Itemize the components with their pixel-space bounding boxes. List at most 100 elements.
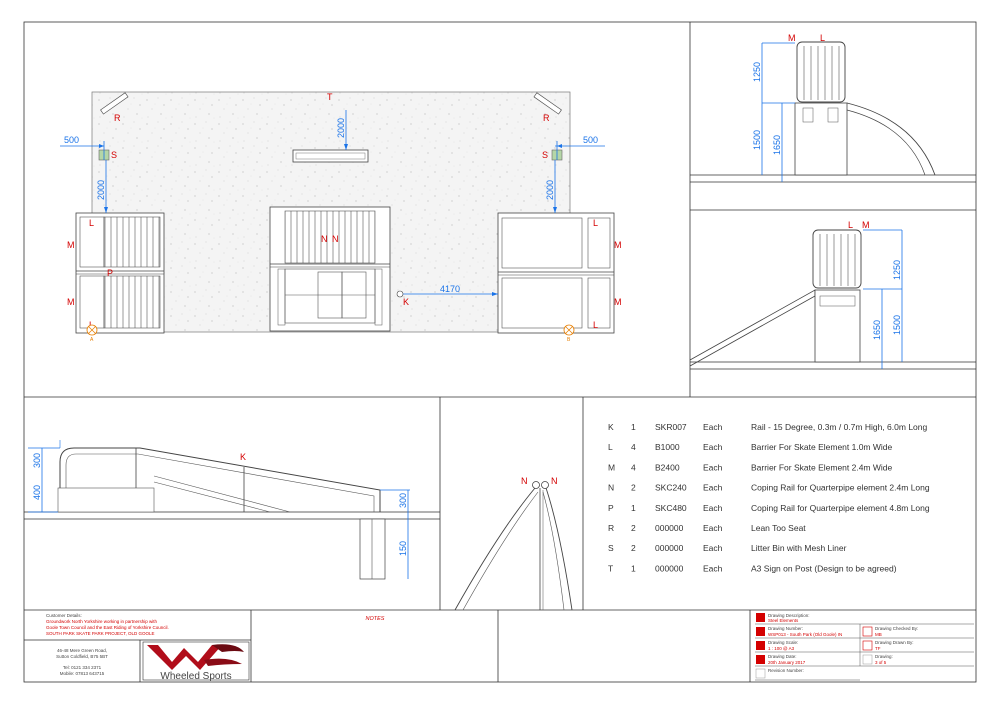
schedule-qty-p: 1 (631, 503, 636, 513)
schedule-qty-r: 2 (631, 523, 636, 533)
checked-icon (862, 626, 873, 637)
checked-label: Drawing Checked By: (875, 626, 918, 631)
schedule-ref-l: B1000 (655, 442, 680, 452)
schedule-ref-k: SKR007 (655, 422, 687, 432)
qp1-dim-1500: 1500 (752, 130, 762, 150)
dim-4170: 4170 (440, 284, 460, 294)
rail-label-k: K (240, 452, 246, 462)
phone-line-1: Tel: 0121 334 2371 (63, 665, 102, 670)
schedule-code-n: N (608, 483, 614, 493)
desc-label: Drawing Description: (768, 613, 810, 618)
right-quarterpipe (497, 212, 615, 334)
date-icon (756, 655, 765, 664)
qp1-dim-1650: 1650 (772, 135, 782, 155)
customer-line-2: Goole Town Council and the East Riding o… (46, 625, 169, 630)
schedule-ref-p: SKC480 (655, 503, 687, 513)
rail-dim-400: 400 (32, 485, 42, 500)
schedule-unit-n: Each (703, 483, 723, 493)
drawn-label: Drawing Drawn By: (875, 640, 914, 645)
section-marker-a: A (86, 324, 98, 343)
scale-icon (756, 641, 765, 650)
rail-dim-300-left: 300 (32, 453, 42, 468)
qp2-dim-1250: 1250 (892, 260, 902, 280)
schedule-code-k: K (608, 422, 614, 432)
schedule-qty-m: 4 (631, 462, 636, 472)
phone-line-2: Mobile: 07813 643715 (60, 671, 105, 676)
coping-label-n1: N (521, 476, 528, 486)
qp2-label-l: L (848, 220, 853, 230)
sign-post-t (292, 149, 369, 163)
elevation-rail: 300 400 300 150 K (24, 440, 440, 580)
desc-value: Steel Elements (768, 618, 799, 623)
label-m-l2: M (67, 297, 75, 307)
dim-2000-left: 2000 (96, 180, 106, 200)
seat-r-left (100, 92, 129, 115)
qp2-dim-1650: 1650 (872, 320, 882, 340)
label-m-r1: M (614, 240, 622, 250)
drawing-info: Drawing Description: Steel Elements Draw… (755, 613, 974, 681)
section-marker-b: B (563, 324, 575, 343)
qp1-label-l: L (820, 33, 825, 43)
qp1-label-m: M (788, 33, 796, 43)
schedule-desc-k: Rail - 15 Degree, 0.3m / 0.7m High, 6.0m… (751, 422, 927, 432)
schedule-code-m: M (608, 462, 615, 472)
schedule-qty-s: 2 (631, 543, 636, 553)
label-p: P (107, 268, 113, 278)
marker-a-label: A (90, 337, 94, 343)
address-line-1: 46-48 Mere Green Road, (57, 648, 107, 653)
label-n2: N (332, 234, 339, 244)
schedule-unit-s: Each (703, 543, 723, 553)
wheeled-sports-logo: Wheeled Sports (142, 641, 250, 682)
dim-2000-right: 2000 (545, 180, 555, 200)
notes-heading: NOTES (366, 616, 385, 622)
schedule-desc-p: Coping Rail for Quarterpipe element 4.8m… (751, 503, 930, 513)
qp2-dim-1500: 1500 (892, 315, 902, 335)
schedule-qty-t: 1 (631, 563, 636, 573)
rail-k-plan-symbol (396, 290, 404, 298)
schedule-desc-n: Coping Rail for Quarterpipe element 2.4m… (751, 483, 930, 493)
sheet-border (23, 21, 977, 683)
schedule-desc-m: Barrier For Skate Element 2.4m Wide (751, 462, 893, 472)
schedule-unit-k: Each (703, 422, 723, 432)
scale-value: 1 : 100 @ A3 (768, 646, 795, 651)
customer-heading: Customer Details: (46, 613, 82, 618)
label-r-right: R (543, 113, 550, 123)
checked-value: MB (875, 632, 882, 637)
schedule-ref-m: B2400 (655, 462, 680, 472)
qp2-label-m: M (862, 220, 870, 230)
schedule-ref-r: 000000 (655, 523, 684, 533)
desc-icon (756, 613, 765, 622)
schedule-desc-r: Lean Too Seat (751, 523, 806, 533)
schedule-code-l: L (608, 442, 613, 452)
middle-quarterpipe (269, 206, 391, 332)
sheet-icon (862, 654, 873, 665)
date-value: 20th January 2017 (768, 660, 806, 665)
plan-view: 500 500 2000 2000 2000 4170 T R R S S L … (60, 91, 622, 343)
schedule-unit-r: Each (703, 523, 723, 533)
revision-label: Revision Number: (768, 668, 804, 673)
title-block: Customer Details: Groundwork North Yorks… (24, 610, 974, 682)
scale-label: Drawing Scale: (768, 640, 798, 645)
schedule-unit-p: Each (703, 503, 723, 513)
left-quarterpipe (75, 212, 165, 334)
dim-500-right: 500 (583, 135, 598, 145)
label-m-r2: M (614, 297, 622, 307)
dim-500-left: 500 (64, 135, 79, 145)
customer-line-1: Groundwork North Yorkshire working in pa… (46, 619, 158, 624)
schedule-code-p: P (608, 503, 614, 513)
elevation-quarterpipe-1: 1250 1500 1650 M L (690, 33, 976, 183)
schedule-ref-n: SKC240 (655, 483, 687, 493)
schedule-qty-l: 4 (631, 442, 636, 452)
brand-name: Wheeled Sports (160, 671, 231, 682)
qp1-dim-1250: 1250 (752, 62, 762, 82)
schedule-ref-t: 000000 (655, 563, 684, 573)
number-label: Drawing Number: (768, 626, 803, 631)
date-label: Drawing Date: (768, 654, 797, 659)
schedule-qty-n: 2 (631, 483, 636, 493)
rail-dim-150: 150 (398, 541, 408, 556)
schedule-desc-t: A3 Sign on Post (Design to be agreed) (751, 563, 897, 573)
number-icon (756, 627, 765, 636)
elevation-quarterpipe-2: 1250 1500 1650 L M (689, 220, 976, 370)
